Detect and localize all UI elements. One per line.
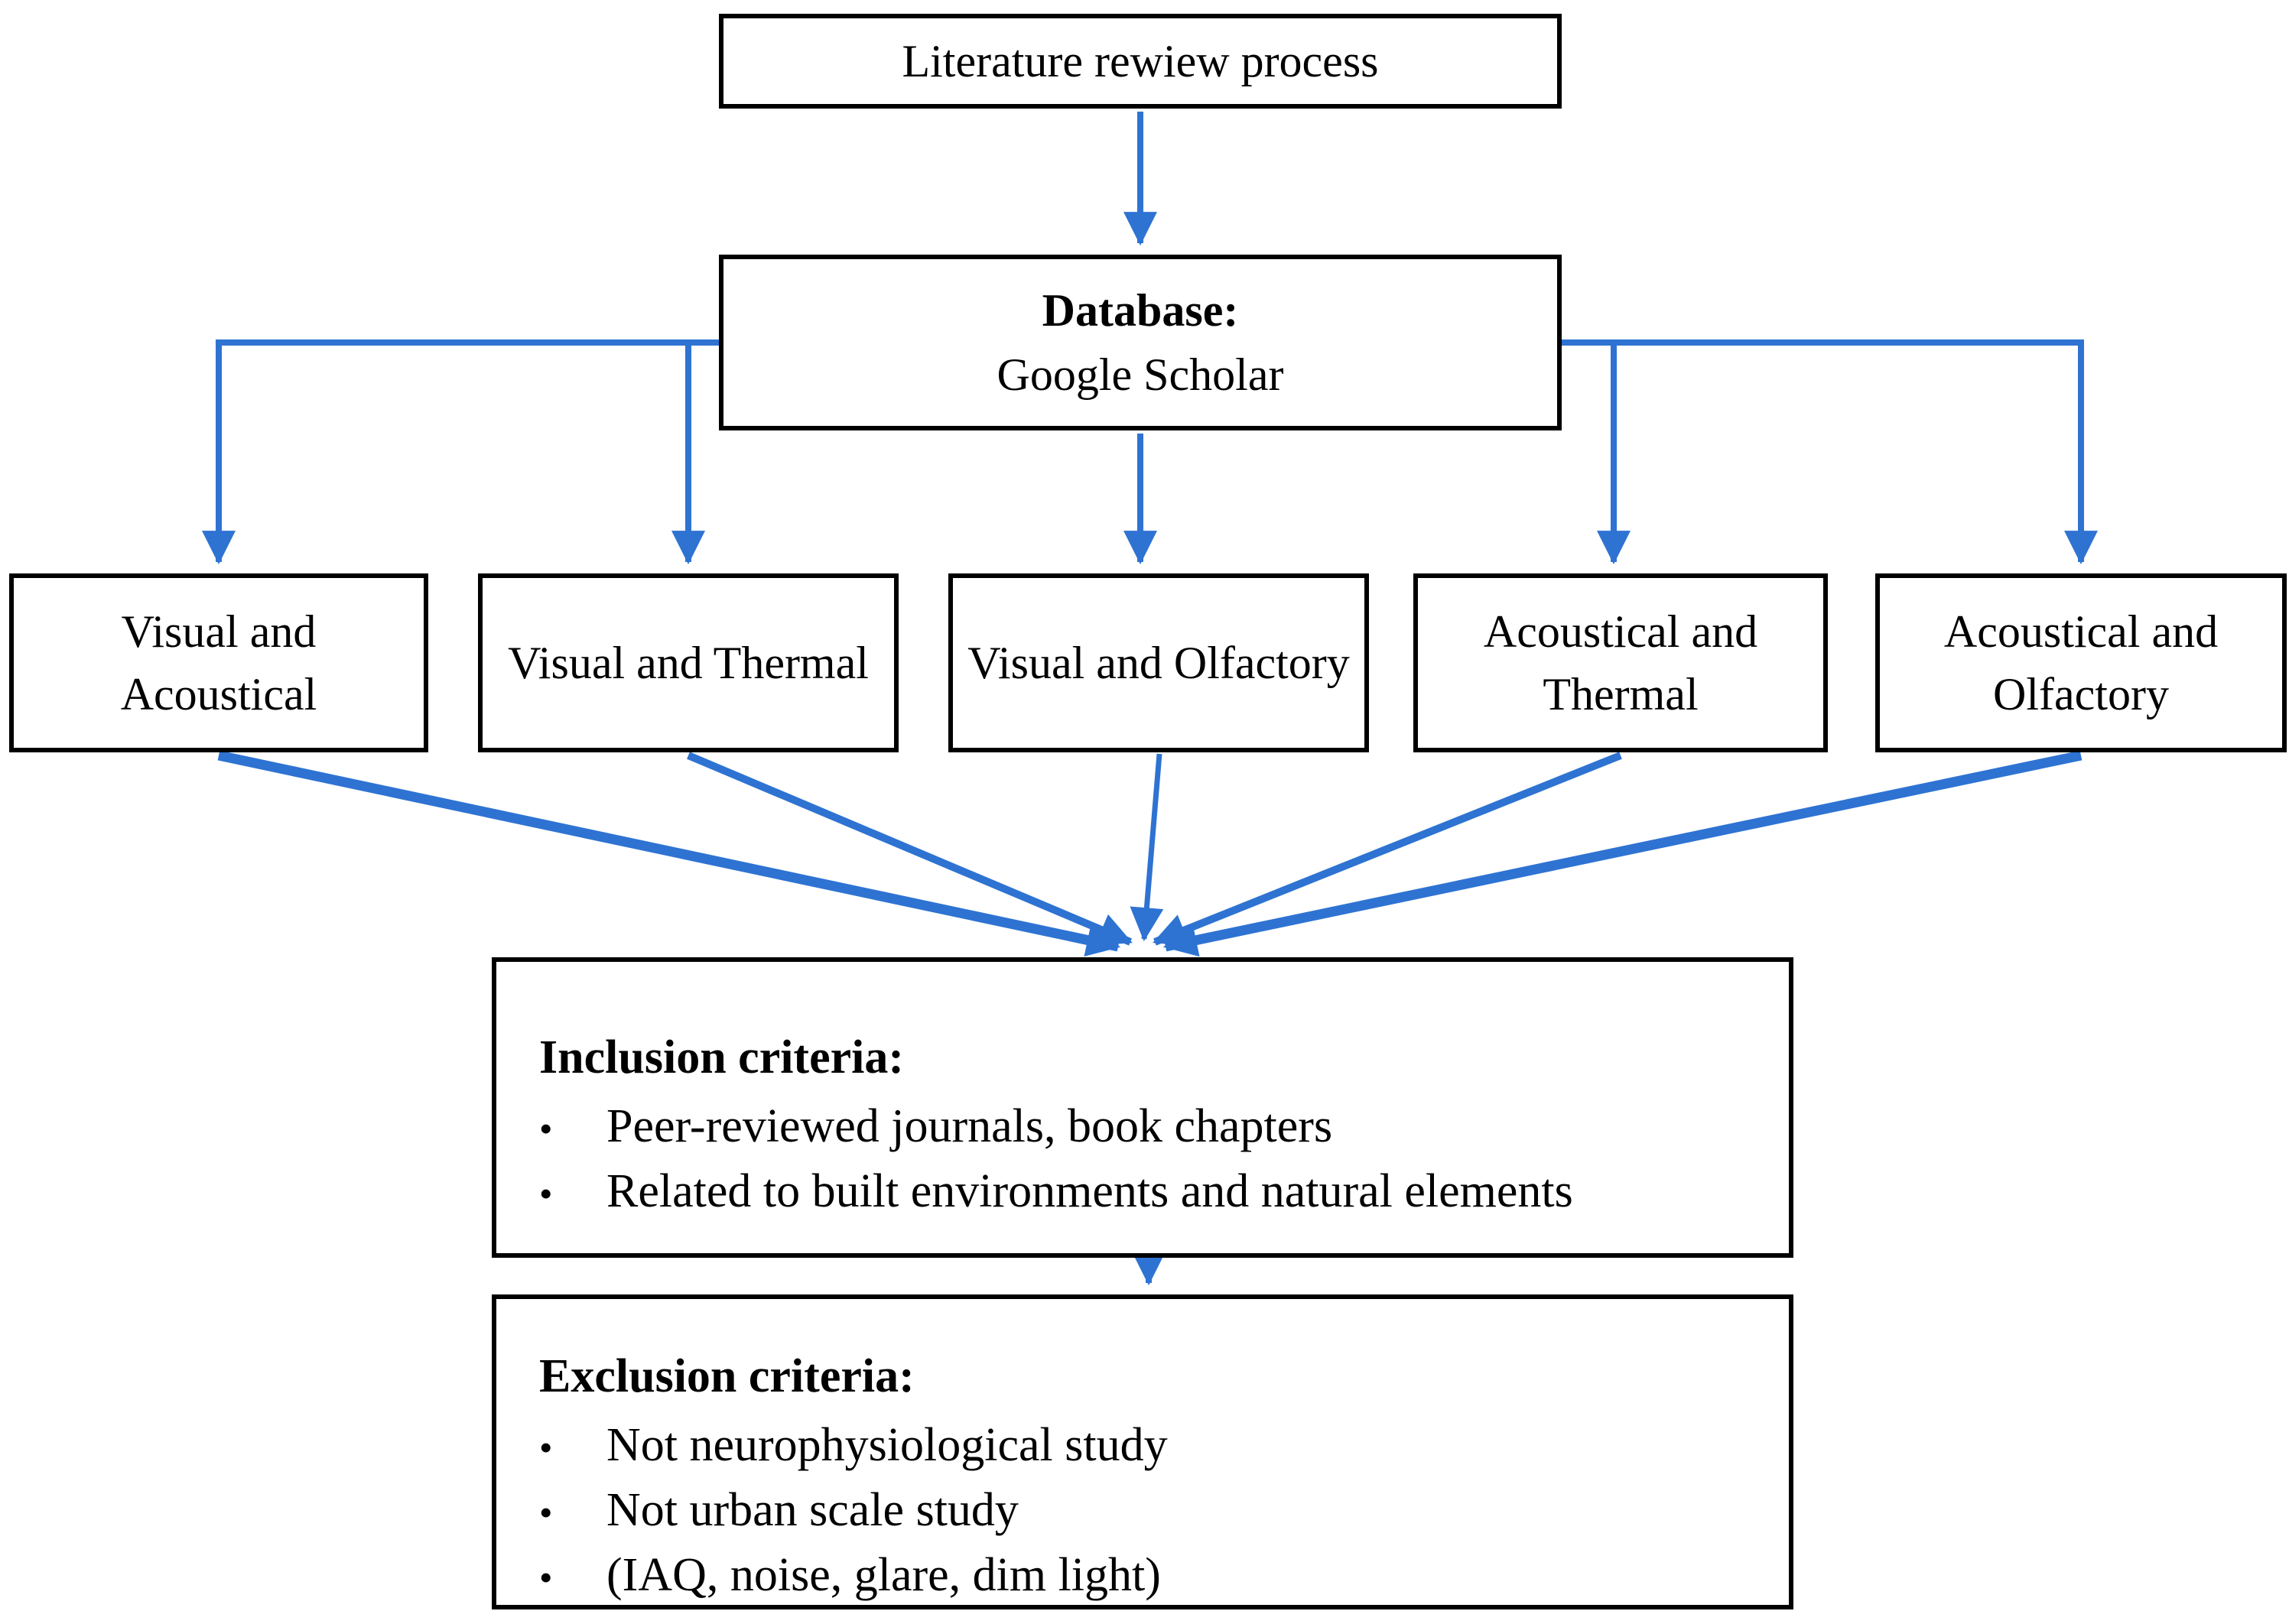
bullet-icon: • <box>539 1491 553 1534</box>
list-item: • Related to built environments and natu… <box>539 1160 1758 1225</box>
arrow-visual-olfactory-to-inclusion <box>1130 753 1164 942</box>
category-box-visual-olfactory: Visual and Olfactory <box>948 573 1369 752</box>
inclusion-item-text: Peer-reviewed journals, book chapters <box>606 1100 1333 1152</box>
category-box-visual-acoustical: Visual and Acoustical <box>9 573 428 752</box>
connector-left-elbow-to-visual-acoustical <box>202 339 719 565</box>
title-box: Literature rewiew process <box>719 14 1562 109</box>
database-heading: Database: <box>1042 285 1239 336</box>
category-box-acoustical-olfactory: Acoustical and Olfactory <box>1875 573 2287 752</box>
database-box: Database: Google Scholar <box>719 255 1562 430</box>
category-label: Visual and Thermal <box>508 638 869 688</box>
arrow-acoustical-olfactory-to-inclusion <box>1162 750 2083 957</box>
exclusion-item-text: Not urban scale study <box>606 1484 1019 1536</box>
bullet-icon: • <box>539 1556 553 1599</box>
inclusion-item-text: Related to built environments and natura… <box>606 1165 1573 1217</box>
category-label: Visual and Olfactory <box>967 638 1350 688</box>
exclusion-item-text: Not neurophysiological study <box>606 1419 1168 1471</box>
bullet-icon: • <box>539 1107 553 1150</box>
title-text: Literature rewiew process <box>902 36 1379 86</box>
connector-right-elbow-to-acoustical-olfactory <box>1562 339 2098 565</box>
arrow-visual-thermal-to-inclusion <box>687 752 1133 946</box>
list-item: • Not urban scale study <box>539 1479 1758 1544</box>
bullet-icon: • <box>539 1426 553 1469</box>
category-label: Acoustical and Thermal <box>1483 606 1758 719</box>
list-item: • Peer-reviewed journals, book chapters <box>539 1095 1758 1160</box>
inclusion-list: • Peer-reviewed journals, book chapters … <box>539 1095 1758 1225</box>
exclusion-criteria-box: Exclusion criteria: • Not neurophysiolog… <box>492 1294 1793 1609</box>
exclusion-item-text: (IAQ, noise, glare, dim light) <box>606 1549 1161 1601</box>
exclusion-list: • Not neurophysiological study • Not urb… <box>539 1414 1758 1609</box>
category-label: Acoustical and Olfactory <box>1943 606 2219 719</box>
database-name: Google Scholar <box>997 349 1284 400</box>
exclusion-heading: Exclusion criteria: <box>539 1350 915 1402</box>
category-box-visual-thermal: Visual and Thermal <box>478 573 899 752</box>
category-box-acoustical-thermal: Acoustical and Thermal <box>1413 573 1828 752</box>
bullet-icon: • <box>539 1172 553 1215</box>
list-item: • Not neurophysiological study <box>539 1414 1758 1479</box>
arrow-visual-acoustical-to-inclusion <box>217 750 1121 957</box>
inclusion-heading: Inclusion criteria: <box>539 1031 904 1083</box>
list-item: • (IAQ, noise, glare, dim light) <box>539 1544 1758 1609</box>
arrow-acoustical-thermal-to-inclusion <box>1153 752 1622 947</box>
category-label: Visual and Acoustical <box>120 606 317 719</box>
inclusion-criteria-box: Inclusion criteria: • Peer-reviewed jour… <box>492 957 1793 1258</box>
